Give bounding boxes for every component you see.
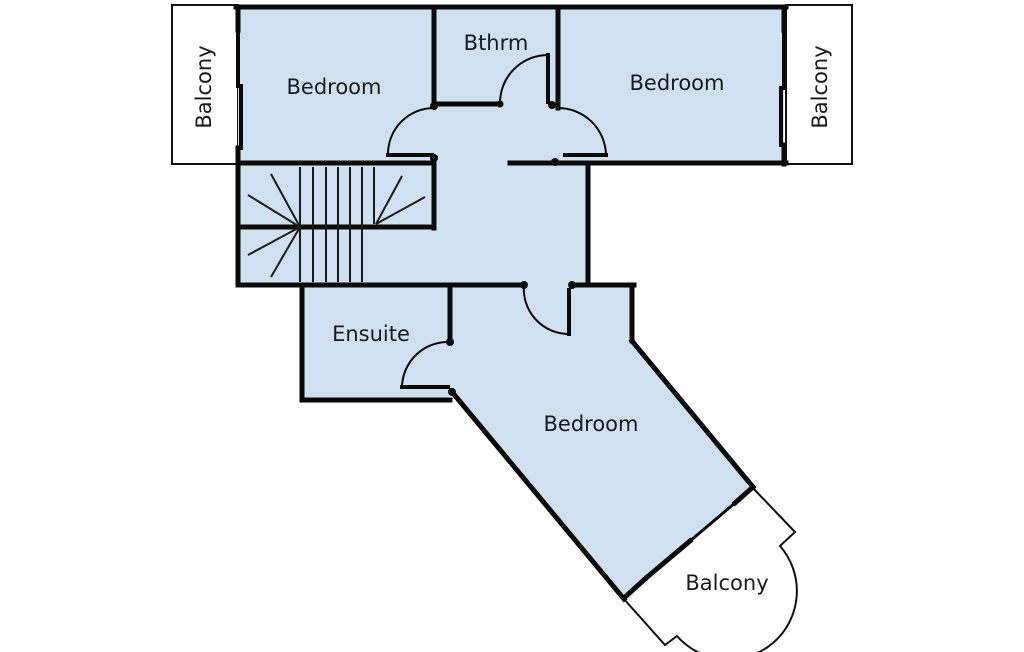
room-label-bedroom-top-right: Bedroom xyxy=(630,71,725,95)
staircase xyxy=(247,167,426,282)
door-swings xyxy=(386,54,607,388)
balcony-bottom xyxy=(621,485,798,652)
balcony-left xyxy=(171,4,239,165)
door-hinges xyxy=(430,100,576,396)
balcony-label-left: Balcony xyxy=(192,45,216,128)
room-label-ensuite: Ensuite xyxy=(332,322,410,346)
balcony-label-bottom: Balcony xyxy=(685,571,768,595)
room-label-bedroom-bottom: Bedroom xyxy=(544,412,639,436)
room-label-bathroom: Bthrm xyxy=(464,31,529,55)
room-fills xyxy=(238,8,784,598)
balcony-label-right: Balcony xyxy=(808,45,832,128)
balcony-right xyxy=(785,4,853,165)
room-label-bedroom-top-left: Bedroom xyxy=(287,75,382,99)
